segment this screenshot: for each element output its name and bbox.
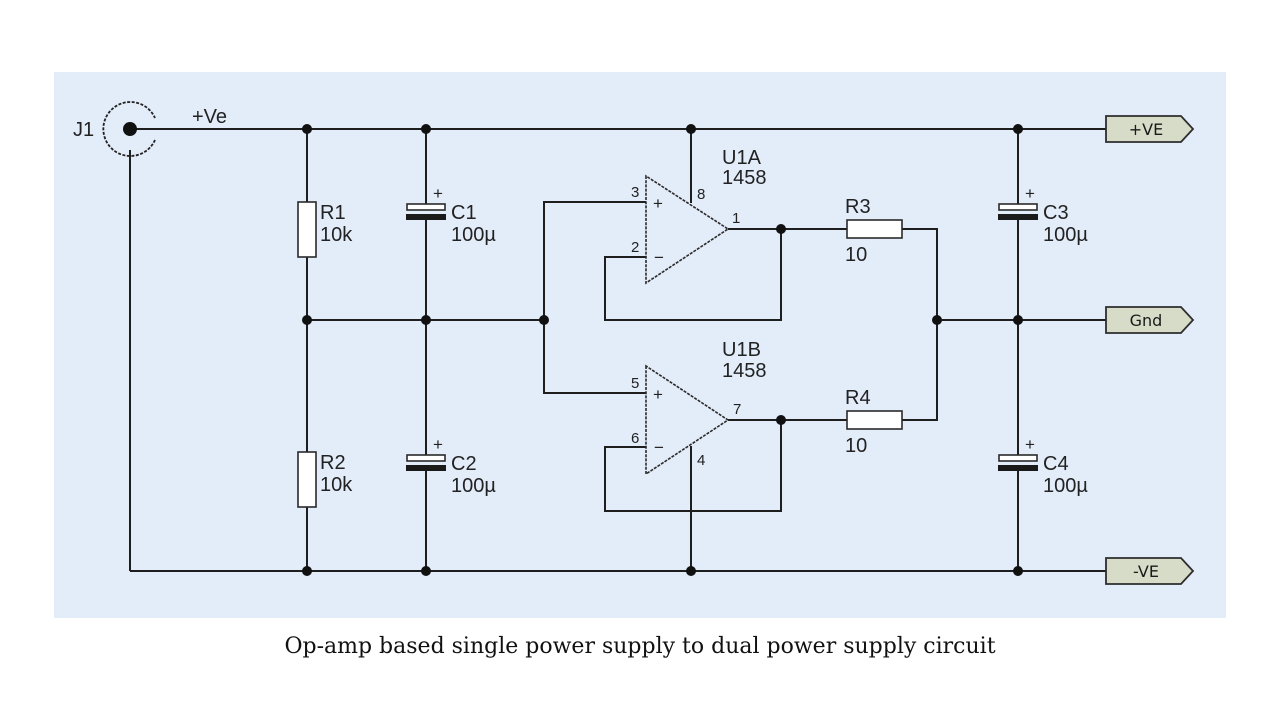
pin-number: 8 xyxy=(697,186,705,203)
port-negative: -VE xyxy=(1105,557,1195,585)
capacitor-ref: C4 xyxy=(1043,453,1069,475)
pin-number: 7 xyxy=(733,401,741,418)
capacitor-plate-positive-icon xyxy=(406,203,446,211)
pin-number: 5 xyxy=(631,375,639,392)
resistor-body-icon xyxy=(846,219,903,239)
opamp-part: 1458 xyxy=(722,167,767,189)
capacitor-c1: + C1 100µ xyxy=(406,184,496,246)
schematic-background xyxy=(54,72,1226,618)
junction-dot xyxy=(421,566,431,576)
junction-dot xyxy=(776,415,786,425)
capacitor-polarity: + xyxy=(433,435,443,454)
capacitor-plate-negative-icon xyxy=(998,465,1038,471)
junction-dot xyxy=(421,124,431,134)
net-label-vin: +Ve xyxy=(192,106,227,128)
resistor-body-icon xyxy=(297,201,317,258)
wire-u1b-feedback xyxy=(604,420,782,512)
junction-dot xyxy=(1013,566,1023,576)
capacitor-value: 100µ xyxy=(451,224,496,246)
port-label: +VE xyxy=(1129,120,1163,139)
opamp-triangle-icon xyxy=(645,364,730,476)
resistor-body-icon xyxy=(846,410,903,430)
pin-number: 2 xyxy=(631,239,639,256)
junction-dot xyxy=(932,315,942,325)
port-flag-icon xyxy=(1105,115,1195,143)
connector-j1: J1 +Ve xyxy=(73,101,227,157)
capacitor-value: 100µ xyxy=(1043,224,1088,246)
junction-dot xyxy=(1013,315,1023,325)
opamp-u1b: + − 5 6 7 4 U1B 1458 xyxy=(631,339,767,476)
capacitor-plate-negative-icon xyxy=(406,465,446,471)
pin-number: 3 xyxy=(631,184,639,201)
capacitor-c4: + C4 100µ xyxy=(998,435,1088,497)
pin-number: 6 xyxy=(631,430,639,447)
junction-dot xyxy=(1013,124,1023,134)
capacitor-ref: C2 xyxy=(451,453,477,475)
opamp-plus-sign: + xyxy=(653,385,663,404)
figure-caption: Op-amp based single power supply to dual… xyxy=(284,634,996,659)
resistor-ref: R4 xyxy=(845,387,871,409)
resistor-ref: R3 xyxy=(845,196,871,218)
resistor-value: 10k xyxy=(320,474,353,496)
capacitor-ref: C1 xyxy=(451,202,477,224)
capacitor-plate-negative-icon xyxy=(406,214,446,220)
junction-dot xyxy=(302,315,312,325)
port-label: -VE xyxy=(1133,562,1159,581)
resistor-r1: R1 10k xyxy=(297,201,353,258)
resistor-r4: R4 10 xyxy=(845,387,903,457)
port-label: Gnd xyxy=(1130,311,1163,330)
capacitor-polarity: + xyxy=(433,184,443,203)
connector-ref: J1 xyxy=(73,119,94,141)
junction-dot xyxy=(302,566,312,576)
junction-dot xyxy=(302,124,312,134)
resistor-body-icon xyxy=(297,451,317,508)
wire-u1a-plus xyxy=(543,201,646,320)
junctions xyxy=(302,124,1023,576)
junction-dot xyxy=(686,566,696,576)
junction-dot xyxy=(539,315,549,325)
capacitor-plate-positive-icon xyxy=(998,203,1038,211)
port-flag-icon xyxy=(1105,557,1195,585)
opamp-minus-sign: − xyxy=(654,248,664,267)
port-ground: Gnd xyxy=(1105,306,1195,334)
capacitor-plate-positive-icon xyxy=(998,454,1038,462)
port-flag-icon xyxy=(1105,306,1195,334)
resistor-ref: R1 xyxy=(320,202,346,224)
wire-u1b-plus xyxy=(543,320,646,394)
opamp-part: 1458 xyxy=(722,360,767,382)
capacitor-value: 100µ xyxy=(1043,475,1088,497)
resistor-value: 10 xyxy=(845,244,867,266)
capacitor-polarity: + xyxy=(1025,435,1035,454)
resistor-value: 10 xyxy=(845,435,867,457)
junction-dot xyxy=(686,124,696,134)
wire-u1a-feedback xyxy=(604,229,782,321)
opamp-triangle-icon xyxy=(645,174,730,285)
port-positive: +VE xyxy=(1105,115,1195,143)
pin-number: 1 xyxy=(732,210,740,227)
resistor-value: 10k xyxy=(320,224,353,246)
jack-outline-icon xyxy=(102,101,156,157)
capacitor-c3: + C3 100µ xyxy=(998,184,1088,246)
opamp-u1a: + − 3 2 1 8 U1A 1458 xyxy=(631,147,767,285)
capacitor-c2: + C2 100µ xyxy=(406,435,496,497)
opamp-ref: U1B xyxy=(722,339,761,361)
opamp-ref: U1A xyxy=(722,147,762,169)
resistor-r3: R3 10 xyxy=(845,196,903,266)
capacitor-polarity: + xyxy=(1025,184,1035,203)
capacitor-plate-positive-icon xyxy=(406,454,446,462)
junction-dot xyxy=(421,315,431,325)
pin-number: 4 xyxy=(697,452,705,469)
resistor-ref: R2 xyxy=(320,452,346,474)
jack-center-icon xyxy=(123,122,137,136)
capacitor-value: 100µ xyxy=(451,475,496,497)
resistor-r2: R2 10k xyxy=(297,451,353,508)
junction-dot xyxy=(776,224,786,234)
capacitor-plate-negative-icon xyxy=(998,214,1038,220)
opamp-plus-sign: + xyxy=(653,194,663,213)
capacitor-ref: C3 xyxy=(1043,202,1069,224)
opamp-minus-sign: − xyxy=(654,438,664,457)
